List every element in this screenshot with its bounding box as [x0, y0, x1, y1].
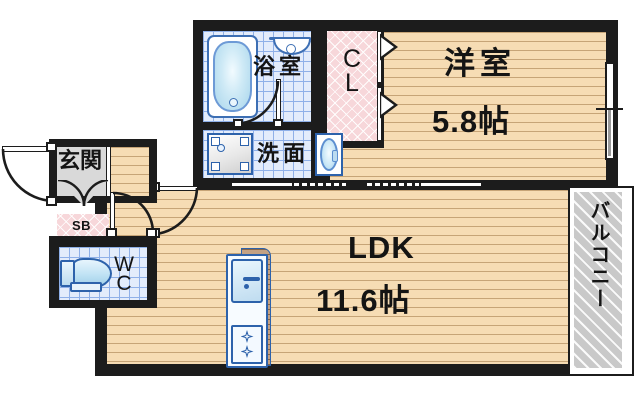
- toilet-tank-icon: [60, 260, 75, 287]
- bedroom-window[interactable]: [596, 62, 623, 160]
- ldk-floor: [107, 190, 606, 364]
- bedroom-sliding-door[interactable]: [363, 180, 485, 191]
- kitchen-sink: [231, 259, 263, 303]
- washroom-label: 洗面: [257, 141, 310, 166]
- entrance-step-floor: [107, 147, 149, 196]
- balcony-floor: [574, 192, 622, 368]
- bathroom-label: 浴室: [253, 54, 306, 79]
- bathroom-door[interactable]: [233, 79, 319, 128]
- toilet-door[interactable]: [104, 188, 162, 244]
- entrance-step-edge-inner: [107, 147, 110, 196]
- entrance-hall-door[interactable]: [54, 180, 112, 210]
- bedroom-name-label: 洋室: [444, 46, 516, 81]
- washroom-sliding-door[interactable]: [228, 180, 350, 191]
- balcony-label: バルコニー: [587, 200, 609, 310]
- toilet-label-line1: W: [114, 253, 134, 276]
- washing-machine-pan: [207, 133, 253, 175]
- shower-head-icon: [286, 44, 296, 54]
- shoebox-label: SB: [72, 218, 92, 233]
- ldk-name-label: LDK: [348, 230, 415, 265]
- bedroom-area-label: 5.8帖: [432, 104, 511, 139]
- closet-label-line1: C: [342, 45, 362, 73]
- toilet-label-line2: C: [116, 272, 132, 296]
- closet-folding-doors[interactable]: [377, 31, 399, 141]
- front-door[interactable]: [0, 138, 62, 210]
- shoebox: [57, 214, 109, 236]
- gas-stove: [231, 325, 263, 364]
- bathtub: [207, 35, 258, 118]
- entrance-label: 玄関: [58, 148, 103, 173]
- kitchen-faucet-icon: [243, 277, 260, 281]
- toilet-label: W C: [111, 253, 137, 296]
- kitchen-faucet-base-icon: [244, 284, 249, 289]
- closet-label-line2: L: [345, 69, 359, 97]
- closet-floor: [327, 31, 377, 141]
- washbasin: [315, 133, 343, 176]
- toilet-base-icon: [70, 282, 102, 292]
- closet-label: C L: [327, 45, 377, 97]
- ldk-area-label: 11.6帖: [316, 283, 411, 318]
